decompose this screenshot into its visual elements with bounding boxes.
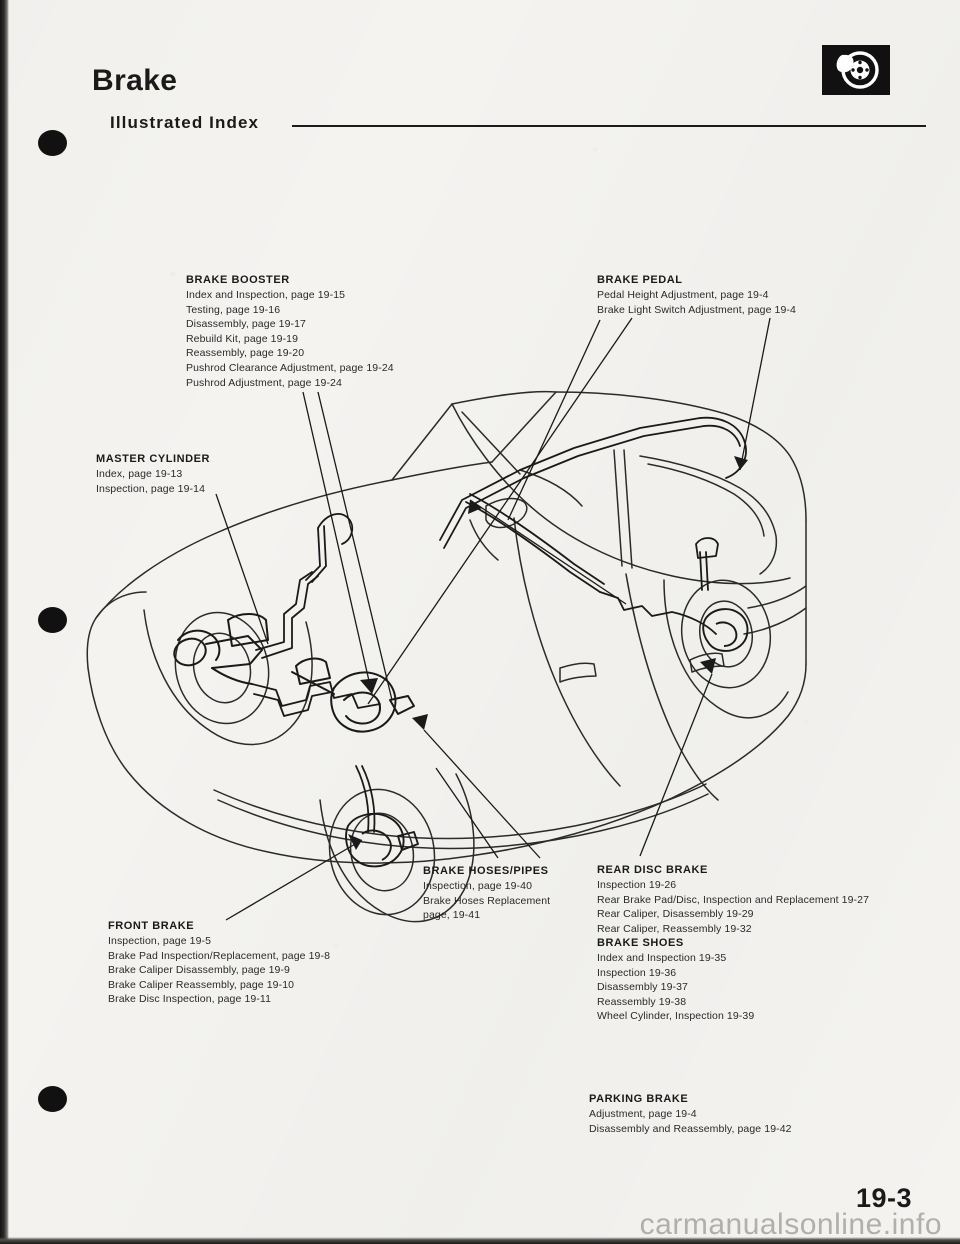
site-watermark: carmanualsonline.info	[639, 1208, 942, 1241]
callout-line: Pushrod Adjustment, page 19-24	[186, 376, 342, 389]
callout-line: Disassembly, page 19-17	[186, 318, 306, 331]
callout-line: Brake Caliper Reassembly, page 19-10	[108, 978, 295, 991]
callout-line: Pushrod Clearance Adjustment, page 19-24	[186, 361, 394, 374]
callout-line: Inspection 19-36	[597, 966, 677, 979]
callout-line: Disassembly and Reassembly, page 19-42	[589, 1122, 792, 1135]
callout-line: Rear Caliper, Reassembly 19-32	[597, 922, 752, 935]
callout-line: page, 19-41	[423, 909, 481, 922]
callout-line: Brake Hoses Replacement	[423, 894, 551, 907]
callout-line: Inspection 19-26	[597, 879, 677, 891]
callout-parking-brake: PARKING BRAKE Adjustment, page 19-4 Disa…	[589, 1092, 792, 1136]
callout-line: Pedal Height Adjustment, page 19-4	[597, 289, 769, 301]
callout-line: Rear Caliper, Disassembly 19-29	[597, 908, 754, 921]
callout-heading: BRAKE HOSES/PIPES	[423, 865, 549, 877]
scan-edge-bottom	[0, 1237, 960, 1244]
punch-hole-bottom	[38, 1086, 67, 1112]
callout-brake-pedal: BRAKE PEDAL Pedal Height Adjustment, pag…	[597, 273, 796, 317]
callout-line: Inspection, page 19-5	[108, 935, 212, 947]
callout-line: Index and Inspection 19-35	[597, 952, 727, 964]
callout-line: Rebuild Kit, page 19-19	[186, 332, 299, 345]
callout-line: Testing, page 19-16	[186, 303, 281, 316]
callout-rear-disc-brake: REAR DISC BRAKE Inspection 19-26 Rear Br…	[597, 863, 869, 936]
callout-line: Brake Disc Inspection, page 19-11	[108, 993, 272, 1006]
callout-line: Wheel Cylinder, Inspection 19-39	[597, 1010, 755, 1023]
callout-line: Brake Caliper Disassembly, page 19-9	[108, 964, 290, 977]
callout-master-cylinder: MASTER CYLINDER Index, page 19-13 Inspec…	[96, 452, 210, 496]
callout-brake-shoes: BRAKE SHOES Index and Inspection 19-35 I…	[597, 936, 754, 1024]
brake-disc-icon	[822, 45, 890, 95]
callout-heading: BRAKE SHOES	[597, 937, 684, 949]
callout-line: Index, page 19-13	[96, 468, 183, 480]
callout-heading: PARKING BRAKE	[589, 1093, 689, 1105]
callout-heading: BRAKE BOOSTER	[186, 274, 290, 286]
callout-heading: FRONT BRAKE	[108, 920, 195, 932]
title-rule	[292, 125, 926, 127]
callout-line: Inspection, page 19-14	[96, 482, 206, 495]
callout-heading: REAR DISC BRAKE	[597, 864, 708, 876]
callout-line: Brake Light Switch Adjustment, page 19-4	[597, 303, 796, 316]
page-number: 19-3	[855, 1183, 912, 1213]
section-title: Illustrated Index	[110, 113, 260, 132]
callout-line: Adjustment, page 19-4	[589, 1108, 697, 1120]
page-title: Brake	[92, 64, 178, 97]
callout-line: Rear Brake Pad/Disc, Inspection and Repl…	[597, 893, 870, 906]
callout-front-brake: FRONT BRAKE Inspection, page 19-5 Brake …	[108, 919, 330, 1007]
callout-line: Inspection, page 19-40	[423, 880, 533, 892]
callout-heading: MASTER CYLINDER	[96, 453, 210, 465]
punch-hole-middle	[38, 607, 67, 633]
callout-line: Reassembly, page 19-20	[186, 347, 305, 360]
callout-brake-hoses-pipes: BRAKE HOSES/PIPES Inspection, page 19-40…	[423, 864, 550, 923]
punch-hole-top	[38, 130, 67, 156]
callout-brake-booster: BRAKE BOOSTER Index and Inspection, page…	[186, 273, 394, 390]
callout-line: Index and Inspection, page 19-15	[186, 289, 346, 301]
scan-edge-left	[0, 0, 9, 1244]
callout-line: Disassembly 19-37	[597, 981, 688, 994]
callout-line: Reassembly 19-38	[597, 995, 687, 1008]
callout-heading: BRAKE PEDAL	[597, 274, 683, 286]
callout-line: Brake Pad Inspection/Replacement, page 1…	[108, 949, 331, 962]
